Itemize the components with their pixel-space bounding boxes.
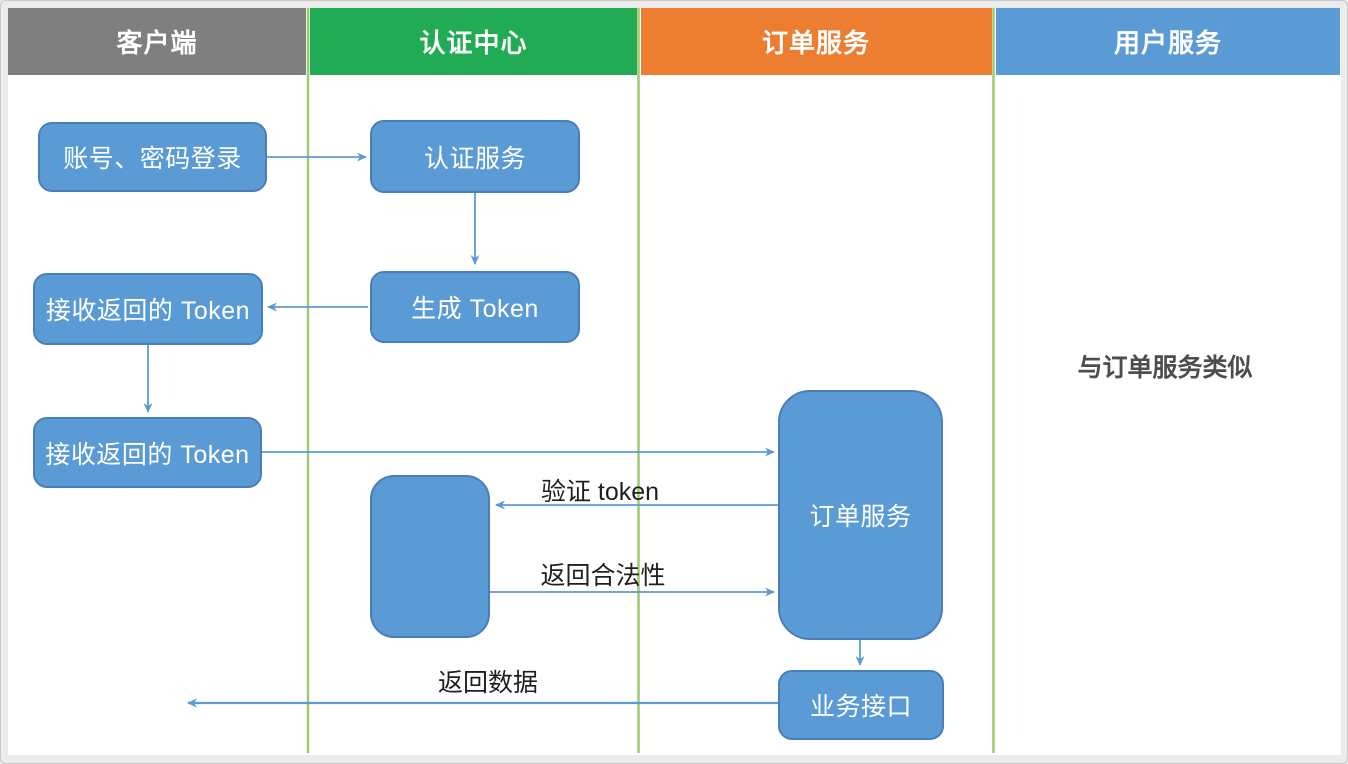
- node-token-check: [370, 475, 490, 638]
- lane-header-client-label: 客户端: [116, 28, 198, 58]
- lane-header-user-service-label: 用户服务: [1113, 28, 1222, 58]
- node-login-label: 账号、密码登录: [63, 145, 242, 173]
- edge-label-return-validity: 返回合法性: [540, 562, 666, 590]
- node-receive-token-1-label: 接收返回的 Token: [45, 297, 251, 325]
- lane-header-order-service-label: 订单服务: [761, 28, 870, 58]
- node-login: 账号、密码登录: [38, 122, 267, 192]
- lane-header-order-service: 订单服务: [640, 8, 992, 75]
- node-receive-token-1: 接收返回的 Token: [33, 273, 263, 345]
- node-auth-service-label: 认证服务: [423, 144, 526, 173]
- lane-header-auth-center: 认证中心: [310, 8, 637, 75]
- node-auth-service: 认证服务: [370, 120, 580, 193]
- lane-header-client: 客户端: [8, 8, 306, 75]
- edge-label-verify-token: 验证 token: [540, 478, 660, 506]
- lane-header-auth-center-label: 认证中心: [419, 28, 528, 58]
- node-generate-token: 生成 Token: [370, 271, 580, 343]
- node-generate-token-label: 生成 Token: [411, 295, 539, 323]
- node-order-service-label: 订单服务: [809, 503, 912, 531]
- node-receive-token-2: 接收返回的 Token: [33, 417, 262, 488]
- edge-label-return-data: 返回数据: [437, 669, 538, 697]
- node-business-api: 业务接口: [778, 670, 944, 740]
- lane-header-user-service: 用户服务: [996, 8, 1340, 75]
- node-receive-token-2-label: 接收返回的 Token: [45, 440, 250, 469]
- note-user-service: 与订单服务类似: [1077, 354, 1253, 382]
- node-business-api-label: 业务接口: [809, 693, 912, 721]
- node-order-service: 订单服务: [778, 390, 943, 640]
